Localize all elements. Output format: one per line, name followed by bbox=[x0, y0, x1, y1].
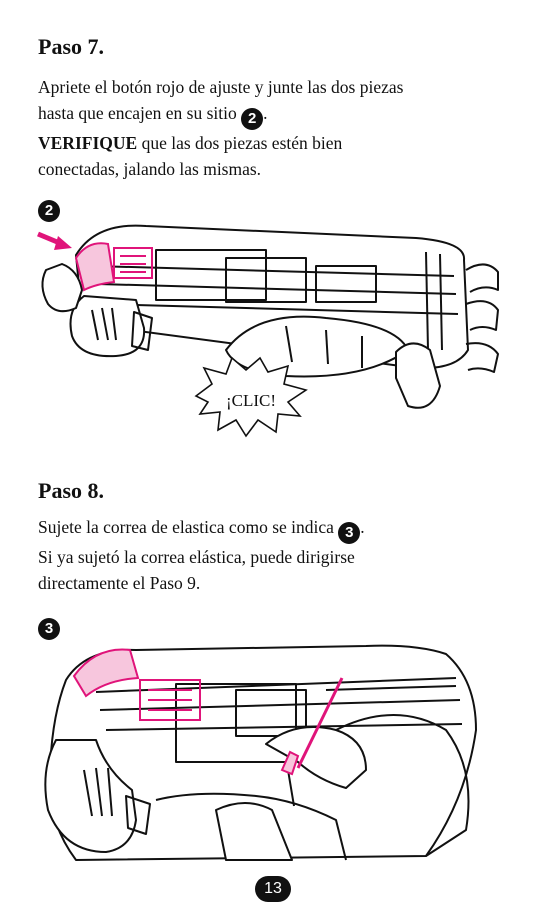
step7-line2-end: . bbox=[263, 103, 268, 123]
verify-rest: que las dos piezas estén bien bbox=[137, 133, 343, 153]
step8-instructions: Sujete la correa de elastica como se ind… bbox=[38, 514, 508, 596]
step8-line1: Sujete la correa de elastica como se ind… bbox=[38, 517, 334, 537]
step7-marker-icon: 2 bbox=[241, 108, 264, 130]
step8-line2: Si ya sujetó la correa elástica, puede d… bbox=[38, 547, 355, 567]
step7-instructions: Apriete el botón rojo de ajuste y junte … bbox=[38, 74, 508, 130]
click-label: ¡CLIC! bbox=[226, 391, 276, 410]
step7-line2: hasta que encajen en su sitio bbox=[38, 103, 237, 123]
figure2-marker-icon: 2 bbox=[38, 200, 60, 222]
car-seat-connect-illustration: ¡CLIC! bbox=[37, 224, 499, 438]
elastic-strap-illustration bbox=[44, 644, 477, 861]
step7-heading: Paso 7. bbox=[38, 34, 104, 59]
step7-line1: Apriete el botón rojo de ajuste y junte … bbox=[38, 77, 404, 97]
step8-line1-end: . bbox=[360, 517, 365, 537]
step7-verify: VERIFIQUE que las dos piezas estén bien … bbox=[38, 130, 508, 182]
verify-line2: conectadas, jalando las mismas. bbox=[38, 159, 262, 179]
verify-bold: VERIFIQUE bbox=[38, 133, 138, 153]
figure3-marker-icon: 3 bbox=[38, 618, 60, 640]
step8-heading: Paso 8. bbox=[38, 478, 104, 503]
page-number: 13 bbox=[255, 876, 291, 902]
step8-line3: directamente el Paso 9. bbox=[38, 573, 201, 593]
step8-marker-icon: 3 bbox=[338, 522, 361, 544]
